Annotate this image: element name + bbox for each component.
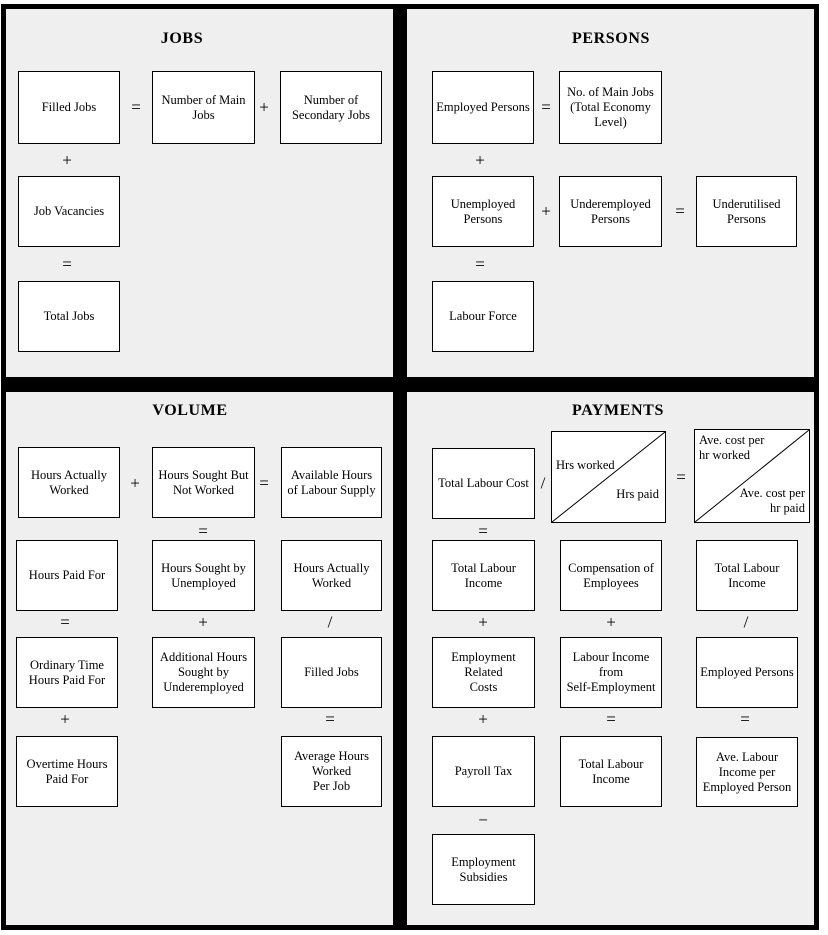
operator-divide-slash: /	[327, 612, 333, 632]
operator-equals: =	[62, 254, 72, 274]
diag-label-ave-cost-per-hr-paid: Ave. cost per hr paid	[739, 486, 805, 515]
box-hours-actually-worked-2: Hours Actually Worked	[281, 540, 382, 611]
operator-plus: +	[478, 612, 488, 632]
box-total-labour-income-2: Total Labour Income	[696, 540, 798, 611]
diagonal-line	[552, 432, 665, 522]
operator-equals: =	[475, 254, 485, 274]
box-overtime-hours-paid-for: Overtime Hours Paid For	[16, 736, 118, 807]
box-hours-sought-but-not-worked: Hours Sought But Not Worked	[152, 447, 255, 518]
operator-plus: +	[475, 150, 485, 170]
operator-equals: =	[131, 97, 141, 117]
vertical-divider	[393, 4, 407, 930]
operator-equals: =	[478, 521, 488, 541]
box-underemployed-persons: Underemployed Persons	[559, 176, 662, 247]
box-total-jobs: Total Jobs	[18, 281, 120, 352]
operator-minus: −	[478, 810, 488, 830]
box-filled-jobs: Filled Jobs	[18, 71, 120, 144]
box-ave-cost-per-hr: Ave. cost per hr worked Ave. cost per hr…	[694, 429, 810, 523]
box-employed-persons: Employed Persons	[432, 71, 534, 144]
box-employment-related-costs: Employment Related Costs	[432, 637, 535, 708]
horizontal-divider	[1, 377, 819, 392]
box-no-of-main-jobs-total-economy: No. of Main Jobs (Total Economy Level)	[559, 71, 662, 144]
box-total-labour-cost: Total Labour Cost	[432, 448, 535, 519]
quadrant-title-persons: PERSONS	[572, 30, 650, 47]
box-total-labour-income-3: Total Labour Income	[560, 736, 662, 807]
box-employed-persons-payments: Employed Persons	[696, 637, 798, 708]
box-hours-actually-worked: Hours Actually Worked	[18, 447, 120, 518]
box-compensation-of-employees: Compensation of Employees	[560, 540, 662, 611]
operator-equals: =	[259, 473, 269, 493]
operator-plus: +	[60, 709, 70, 729]
quadrant-title-jobs: JOBS	[160, 30, 204, 47]
operator-equals: =	[606, 709, 616, 729]
operator-plus: +	[198, 612, 208, 632]
box-underutilised-persons: Underutilised Persons	[696, 176, 797, 247]
operator-plus: +	[62, 150, 72, 170]
operator-plus: +	[478, 709, 488, 729]
operator-equals: =	[675, 201, 685, 221]
operator-equals: =	[60, 612, 70, 632]
box-labour-income-from-self-employment: Labour Income from Self-Employment	[560, 637, 662, 708]
box-hours-paid-for: Hours Paid For	[16, 540, 118, 611]
operator-equals: =	[740, 709, 750, 729]
box-number-of-main-jobs: Number of Main Jobs	[152, 71, 255, 144]
box-total-labour-income-1: Total Labour Income	[432, 540, 535, 611]
diag-label-ave-cost-per-hr-worked: Ave. cost per hr worked	[699, 433, 765, 462]
diag-label-hrs-paid: Hrs paid	[616, 487, 659, 501]
box-filled-jobs-volume: Filled Jobs	[281, 637, 382, 708]
box-unemployed-persons: Unemployed Persons	[432, 176, 534, 247]
operator-divide-slash: /	[743, 612, 749, 632]
box-ordinary-time-hours-paid-for: Ordinary Time Hours Paid For	[16, 637, 118, 708]
box-ave-labour-income-per-employed-person: Ave. Labour Income per Employed Person	[696, 737, 798, 807]
box-hrs-worked-hrs-paid: Hrs worked Hrs paid	[551, 431, 666, 523]
box-additional-hours-sought-by-underemployed: Additional Hours Sought by Underemployed	[152, 637, 255, 708]
operator-plus: +	[541, 201, 551, 221]
operator-equals: =	[198, 521, 208, 541]
operator-divide-slash: /	[540, 473, 546, 493]
operator-equals: =	[676, 467, 686, 487]
box-employment-subsidies: Employment Subsidies	[432, 834, 535, 905]
diagonal-line	[695, 430, 809, 522]
box-available-hours-of-labour-supply: Available Hours of Labour Supply	[281, 447, 382, 518]
box-labour-force: Labour Force	[432, 281, 534, 352]
quadrant-title-payments: PAYMENTS	[572, 402, 664, 419]
box-job-vacancies: Job Vacancies	[18, 176, 120, 247]
box-hours-sought-by-unemployed: Hours Sought by Unemployed	[152, 540, 255, 611]
operator-plus: +	[259, 97, 269, 117]
box-payroll-tax: Payroll Tax	[432, 736, 535, 807]
diag-label-hrs-worked: Hrs worked	[556, 458, 615, 472]
operator-plus: +	[130, 473, 140, 493]
operator-equals: =	[541, 97, 551, 117]
quadrant-title-volume: VOLUME	[152, 402, 228, 419]
box-average-hours-worked-per-job: Average Hours Worked Per Job	[281, 736, 382, 807]
outer-frame	[1, 4, 819, 930]
box-number-of-secondary-jobs: Number of Secondary Jobs	[280, 71, 382, 144]
operator-plus: +	[606, 612, 616, 632]
operator-equals: =	[325, 709, 335, 729]
